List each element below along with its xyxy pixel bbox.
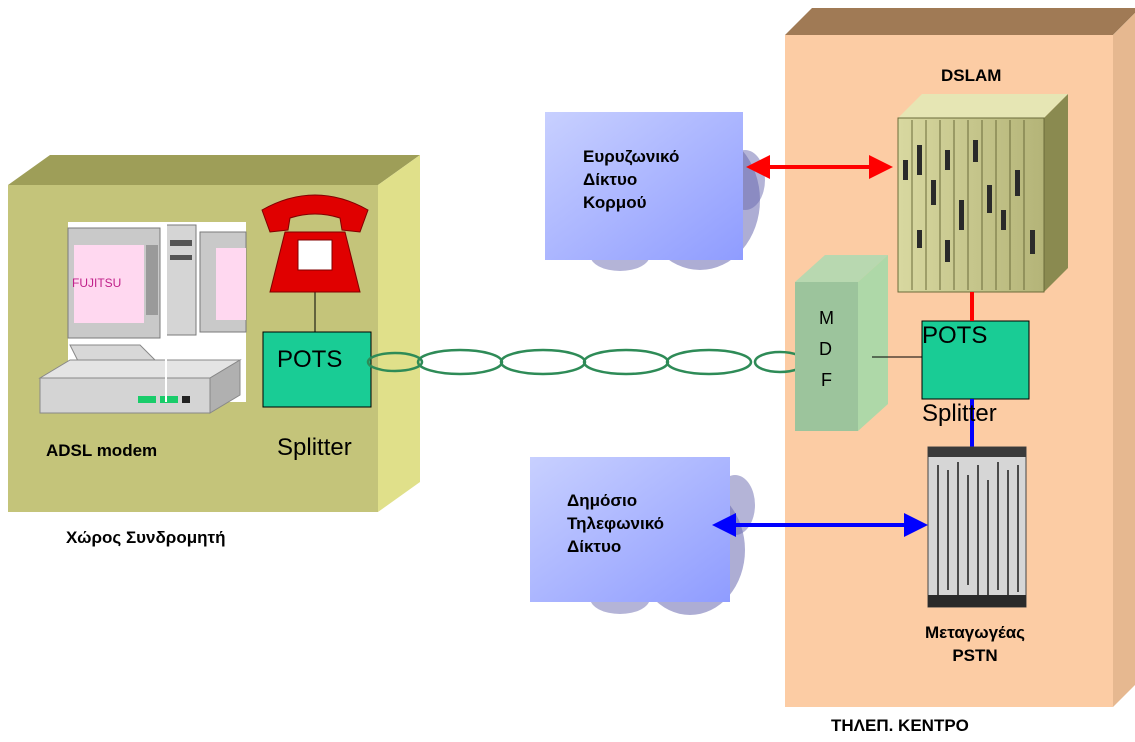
- dslam-label: DSLAM: [941, 66, 1002, 85]
- dslam-rack-image: [897, 94, 1068, 293]
- subscriber-area-label: Χώρος Συνδρομητή: [66, 528, 226, 547]
- subscriber-computers-image: [38, 222, 247, 414]
- subscriber-splitter-box: [262, 331, 372, 408]
- broadband-link-arrow: [746, 155, 893, 179]
- red-phone-icon: [261, 194, 369, 332]
- pstn-network-cloud: [530, 457, 755, 615]
- exchange-splitter-box: [921, 320, 1030, 400]
- broadband-network-cloud: [545, 112, 765, 271]
- mdf-letter-d: D: [819, 339, 832, 359]
- exchange-splitter-label: Splitter: [922, 400, 997, 427]
- pstn-link-arrow: [712, 513, 928, 537]
- mdf-block: [795, 255, 888, 431]
- mdf-letter-f: F: [821, 370, 832, 390]
- mdf-letter-m: M: [819, 308, 834, 328]
- exchange-title: ΤΗΛΕΠ. ΚΕΝΤΡΟ: [831, 716, 969, 735]
- subscriber-splitter-label: Splitter: [277, 434, 352, 461]
- monitor-brand-text: FUJITSU: [72, 276, 122, 290]
- twisted-pair-line: [366, 348, 807, 376]
- subscriber-pots-label: POTS: [277, 346, 343, 373]
- adsl-modem-label: ADSL modem: [46, 441, 158, 460]
- pstn-switch-image: [927, 446, 1027, 608]
- pstn-network-label: Δημόσιο Τηλεφωνικό Δίκτυο: [567, 491, 665, 556]
- exchange-pots-label: POTS: [922, 322, 988, 349]
- pstn-switch-label: Μεταγωγέας PSTN: [924, 623, 1026, 665]
- broadband-network-label: Ευρυζωνικό Δίκτυο Κορμού: [583, 147, 680, 212]
